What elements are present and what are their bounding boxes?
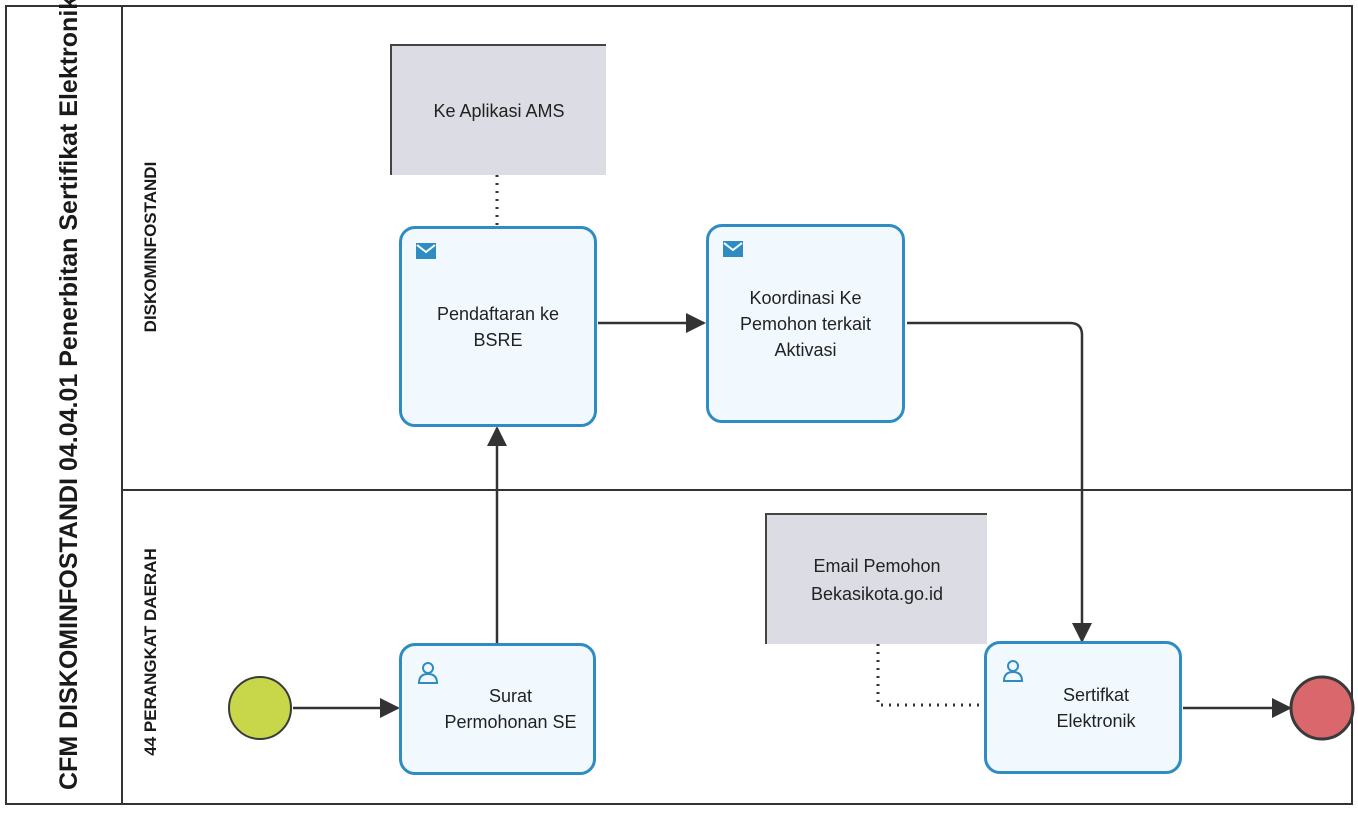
- association-email: [876, 644, 984, 707]
- lane-title-perangkat-daerah: 44 PERANGKAT DAERAH: [141, 548, 160, 756]
- task-label: Koordinasi Ke Pemohon terkait Aktivasi: [739, 287, 872, 360]
- task-surat-permohonan-se[interactable]: Surat Permohonan SE: [399, 643, 596, 775]
- task-label: Sertifkat Elektronik: [1056, 684, 1136, 731]
- task-koordinasi-ke-pemohon[interactable]: Koordinasi Ke Pemohon terkait Aktivasi: [706, 224, 905, 423]
- pool-border: [5, 5, 1353, 805]
- user-icon: [417, 662, 439, 684]
- annotation-ke-aplikasi-ams: Ke Aplikasi AMS: [390, 44, 606, 175]
- end-event: [1289, 675, 1355, 741]
- start-event: [228, 676, 292, 740]
- task-label: Surat Permohonan SE: [444, 686, 577, 732]
- flow-koordinasi-to-sertifikat: [907, 321, 1092, 643]
- task-pendaftaran-ke-bsre[interactable]: Pendaftaran ke BSRE: [399, 226, 597, 427]
- task-sertifikat-elektronik[interactable]: Sertifkat Elektronik: [984, 641, 1182, 774]
- envelope-icon: [416, 243, 436, 259]
- user-icon: [1002, 660, 1024, 682]
- pool-title: CFM DISKOMINFOSTANDI 04.04.01 Penerbitan…: [55, 0, 83, 790]
- task-label: Pendaftaran ke BSRE: [436, 303, 560, 350]
- lane-title-diskominfostandi: DISKOMINFOSTANDI: [141, 161, 160, 333]
- annotation-email-pemohon: Email Pemohon Bekasikota.go.id: [765, 513, 987, 644]
- envelope-icon: [723, 241, 743, 257]
